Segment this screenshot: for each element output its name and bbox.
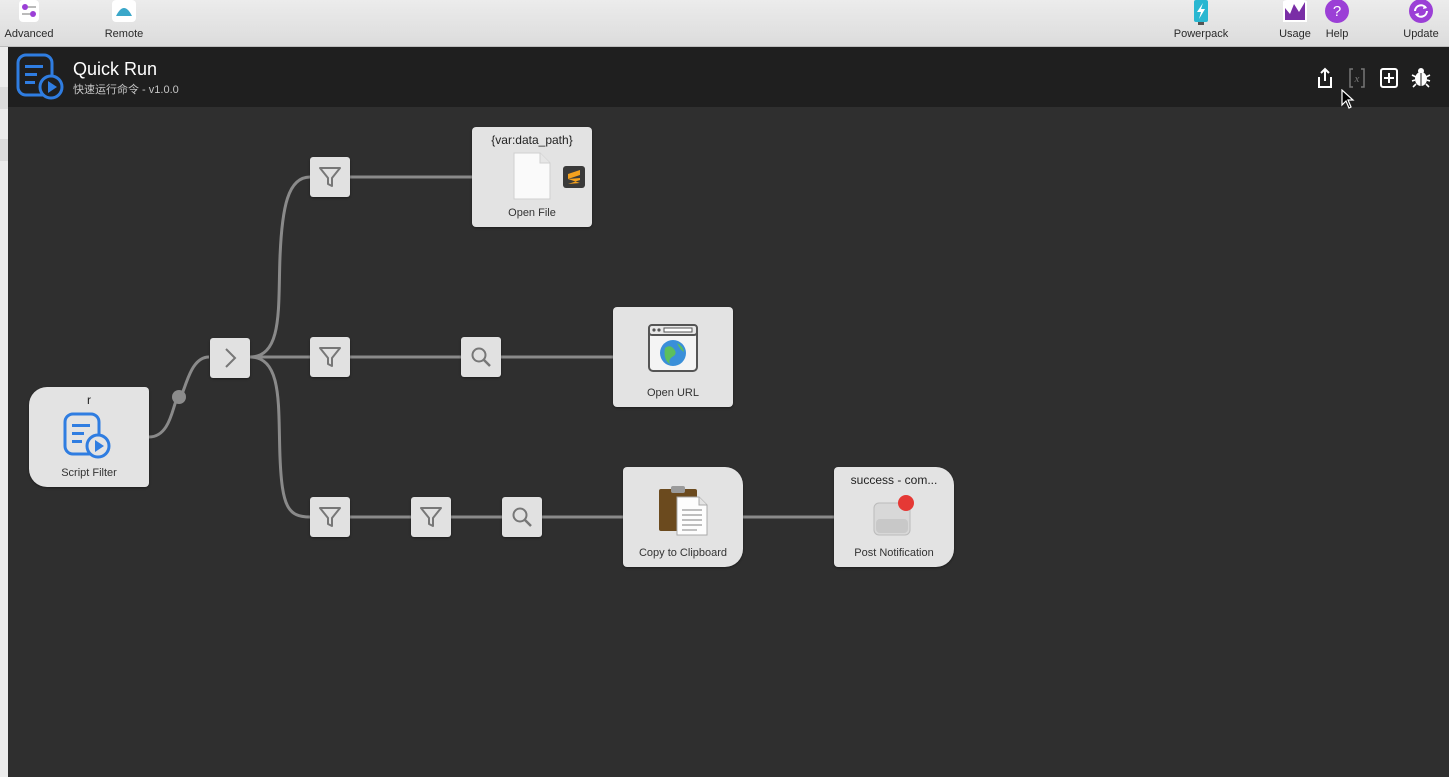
wire [249, 355, 311, 519]
workflow-subtitle: 快速运行命令 - v1.0.0 [73, 84, 179, 96]
node-title: {var:data_path} [491, 133, 573, 147]
junction-node[interactable] [210, 338, 250, 378]
toolbar-help-label: Help [1325, 28, 1349, 40]
search-node[interactable] [502, 497, 542, 537]
usage-icon [1283, 0, 1307, 22]
toolbar-update-label: Update [1403, 28, 1439, 40]
toolbar-help[interactable]: ? Help [1302, 0, 1372, 40]
filter-node[interactable] [310, 497, 350, 537]
junction-icon [225, 348, 237, 368]
mouse-cursor-icon [1341, 89, 1355, 109]
share-icon[interactable] [1314, 67, 1336, 89]
toolbar: Advanced Remote Powerpack Usage ? Help [0, 0, 1449, 47]
toolbar-advanced[interactable]: Advanced [0, 0, 64, 40]
workflow-canvas[interactable]: r Script Filter [8, 107, 1449, 777]
filter-icon [319, 507, 341, 527]
variable-icon[interactable]: x [1346, 67, 1368, 89]
script-filter-icon [63, 412, 111, 459]
remote-icon [112, 0, 136, 22]
script-filter-node[interactable]: r Script Filter [29, 387, 149, 487]
filter-node[interactable] [411, 497, 451, 537]
node-label: Copy to Clipboard [638, 547, 728, 559]
add-icon[interactable] [1378, 67, 1400, 89]
web-browser-icon [648, 324, 698, 372]
toolbar-remote-label: Remote [104, 28, 144, 40]
toolbar-usage[interactable]: Usage [1260, 0, 1330, 40]
document-icon [513, 152, 551, 200]
powerpack-icon [1194, 0, 1208, 25]
node-label: Open File [508, 207, 556, 219]
search-node[interactable] [461, 337, 501, 377]
sublime-text-icon [563, 166, 585, 188]
node-label: Open URL [647, 387, 699, 399]
node-title: success - com... [850, 473, 938, 487]
sidebar-edge [0, 47, 8, 777]
toolbar-remote[interactable]: Remote [89, 0, 159, 40]
toolbar-powerpack[interactable]: Powerpack [1166, 0, 1236, 40]
svg-text:?: ? [1333, 3, 1341, 20]
filter-node[interactable] [310, 337, 350, 377]
node-label: Post Notification [854, 547, 934, 559]
connection-handle[interactable] [172, 390, 186, 404]
clipboard-icon [659, 486, 708, 536]
node-keyword: r [87, 393, 91, 407]
toolbar-usage-label: Usage [1279, 28, 1311, 40]
search-icon [512, 507, 532, 527]
open-url-node[interactable]: Open URL [613, 307, 733, 407]
node-label: Script Filter [61, 467, 117, 479]
post-notification-node[interactable]: success - com... Post Notification [834, 467, 954, 567]
wire [249, 175, 311, 359]
advanced-icon [19, 0, 39, 22]
filter-icon [319, 167, 341, 187]
open-file-node[interactable]: {var:data_path} Open File [472, 127, 592, 227]
toolbar-powerpack-label: Powerpack [1173, 28, 1229, 40]
toolbar-update[interactable]: Update [1386, 0, 1449, 40]
connection-wires [148, 175, 834, 519]
update-icon [1409, 0, 1433, 23]
copy-to-clipboard-node[interactable]: Copy to Clipboard [623, 467, 743, 567]
filter-icon [420, 507, 442, 527]
workflow-header: Quick Run 快速运行命令 - v1.0.0 x [8, 47, 1449, 107]
filter-node[interactable] [310, 157, 350, 197]
svg-text:x: x [1354, 73, 1360, 85]
workflow-logo-icon [16, 53, 64, 100]
filter-icon [319, 347, 341, 367]
help-icon: ? [1325, 0, 1349, 23]
search-icon [471, 347, 491, 367]
debug-icon[interactable] [1410, 67, 1432, 89]
notification-icon [873, 495, 914, 536]
toolbar-advanced-label: Advanced [4, 28, 54, 40]
workflow-title: Quick Run [73, 59, 158, 79]
